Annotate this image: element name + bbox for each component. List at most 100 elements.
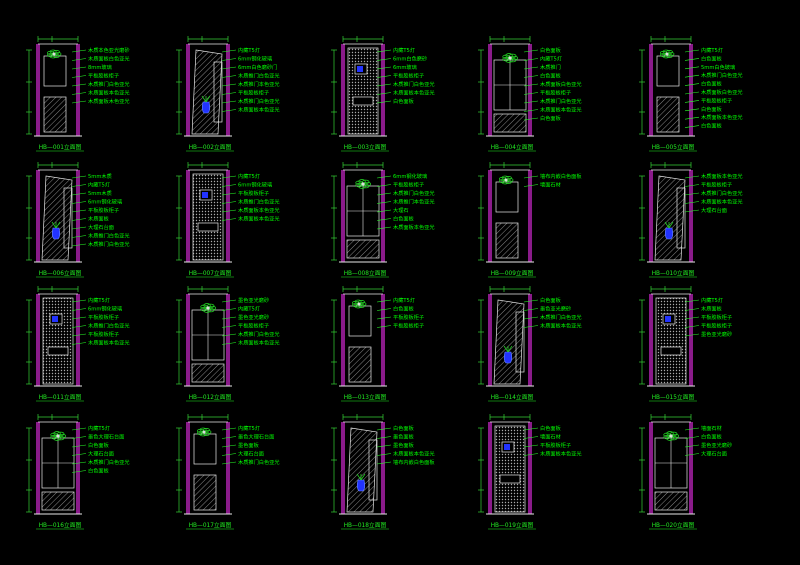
elevation-panel-008: 6mm钢化玻璃平板胶板柜子木质推门白色亚光木质推门本色亚光大理石白色面板木质面板… <box>331 162 435 278</box>
leader-line <box>376 325 392 328</box>
annotation-label: 木质面板本色亚光 <box>238 206 280 214</box>
top-dimension <box>37 36 79 42</box>
leader-line <box>523 427 539 431</box>
annotation-label: 内藏T5灯 <box>238 46 260 54</box>
right-wall <box>226 294 230 386</box>
annotation-label: 木质面板本色亚光 <box>393 89 435 97</box>
leader-line <box>71 192 87 196</box>
base-cabinet <box>41 491 75 511</box>
annotation-label: 大理石 <box>393 206 409 214</box>
annotation-label: 墙面石材 <box>701 424 722 432</box>
leader-line <box>684 444 700 448</box>
leader-line <box>221 325 237 328</box>
leader-line <box>376 226 392 230</box>
leader-line <box>523 66 539 70</box>
left-dimension <box>639 299 645 385</box>
annotation-label: 平板胶板柜子 <box>88 313 119 321</box>
plant-center <box>665 52 669 56</box>
leader-line <box>684 175 700 179</box>
annotation-label: 木质面板本色亚光 <box>88 339 130 347</box>
left-dimension <box>639 49 645 135</box>
leader-line <box>71 175 87 179</box>
annotation-label: 白色面板 <box>701 122 723 130</box>
annotation-label: 大理石台面 <box>88 450 114 458</box>
annotation-label: 白色面板 <box>701 433 723 441</box>
niche-object <box>357 66 363 72</box>
annotation-label: 白色面板 <box>393 215 415 223</box>
angled-panel <box>493 299 525 385</box>
right-wall <box>689 170 693 262</box>
cabinet-lower <box>495 222 519 259</box>
annotation-label: 内藏T5灯 <box>701 296 723 304</box>
left-wall <box>488 170 492 262</box>
leader-line <box>71 92 87 95</box>
annotation-label: 墨色亚光磨砂 <box>540 305 571 313</box>
left-dimension <box>478 175 484 261</box>
cabinet-upper <box>348 305 372 337</box>
plant-center <box>504 178 508 182</box>
annotation-label: 木质面板本色亚光 <box>540 106 582 114</box>
annotation-label: 白色面板 <box>393 305 415 313</box>
leader-line <box>684 209 700 213</box>
leader-line <box>71 436 87 439</box>
panel-title: HB—015立面图 <box>652 393 695 401</box>
leader-line <box>376 299 392 303</box>
vase-icon <box>503 351 513 364</box>
panel-title: HB—007立面图 <box>189 269 232 277</box>
leader-line <box>71 325 87 328</box>
vase-stem <box>360 473 366 481</box>
plant-leaf <box>53 50 60 55</box>
leader-line <box>684 325 700 328</box>
left-dimension <box>478 427 484 513</box>
left-wall <box>649 44 653 136</box>
annotation-label: 5mm木质 <box>88 172 112 180</box>
leader-line <box>221 427 237 431</box>
plant-leaf <box>358 300 365 305</box>
annotation-label: 木质面板本色亚光 <box>238 215 280 223</box>
annotation-label: 墨色亚光磨砂 <box>701 330 732 338</box>
top-dimension <box>489 162 531 168</box>
annotation-label: 内藏T5灯 <box>238 305 260 313</box>
annotation-label: 6mm钢化玻璃 <box>88 305 122 313</box>
top-dimension <box>650 162 692 168</box>
leader-line <box>221 299 237 303</box>
leader-line <box>71 333 87 337</box>
annotation-label: 平板胶板柜子 <box>701 313 732 321</box>
leader-line <box>376 209 392 213</box>
left-dimension <box>26 299 32 385</box>
annotation-label: 6mm白色磨砂门 <box>238 63 277 71</box>
annotation-label: 木质推门白色亚光 <box>88 232 130 240</box>
leader-line <box>684 453 700 456</box>
leader-line <box>376 453 392 456</box>
leader-line <box>523 100 539 104</box>
angled-panel <box>191 49 223 135</box>
plant-leaf <box>505 176 512 181</box>
annotation-label: 墨色亚光磨砂 <box>238 313 269 321</box>
top-dimension <box>37 414 79 420</box>
leader-line <box>71 316 87 320</box>
niche-object <box>665 316 671 322</box>
vase-stem <box>668 221 674 229</box>
left-dimension <box>176 299 182 385</box>
leader-line <box>221 209 237 213</box>
annotation-label: 木质面板本色亚光 <box>701 113 743 121</box>
leader-line <box>221 333 237 337</box>
top-dimension <box>37 286 79 292</box>
leader-line <box>71 184 87 187</box>
annotation-label: 大理石台面 <box>88 223 114 231</box>
leader-line <box>221 316 237 320</box>
leader-line <box>376 436 392 439</box>
right-wall <box>226 422 230 514</box>
niche-object <box>52 316 58 322</box>
leader-line <box>523 299 539 303</box>
plant-leaf <box>670 431 678 437</box>
leader-line <box>684 116 700 120</box>
vase-icon <box>51 227 61 240</box>
vase-icon <box>356 479 366 492</box>
leader-line <box>221 66 237 70</box>
annotation-label: 白色面板 <box>540 424 562 432</box>
left-dimension <box>176 49 182 135</box>
